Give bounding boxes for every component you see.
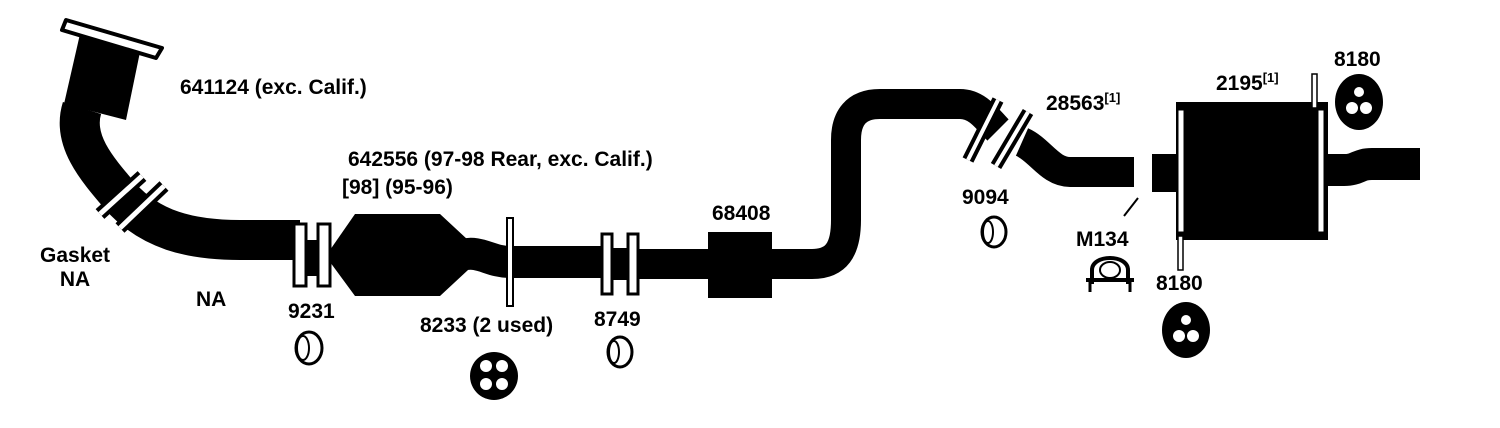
u-clamp-m134-icon — [1086, 256, 1134, 292]
muffler — [1176, 102, 1328, 240]
clamp-leader — [1123, 197, 1139, 217]
rear-converter-label-line1: 642556 (97-98 Rear, exc. Calif.) — [348, 148, 653, 171]
hanger-8180-top-label: 8180 — [1334, 48, 1381, 71]
muffler-footnote-ref: [1] — [1262, 70, 1279, 85]
hanger-8180-top-icon — [1335, 74, 1383, 130]
muffler-hanger-rod-top — [1311, 73, 1318, 109]
clamp-label: M134 — [1076, 228, 1129, 251]
muffler-hanger-rod-bottom — [1177, 235, 1184, 271]
gasket-label-line1: Gasket — [40, 244, 111, 267]
rear-converter-label-line2: [98] (95-96) — [342, 176, 453, 199]
rubber-hanger-8233-icon — [470, 352, 518, 400]
tailpipe-label: 28563[1] — [1046, 90, 1121, 115]
front-pipe — [59, 102, 300, 260]
gasket-9094-label: 9094 — [962, 186, 1009, 209]
tailpipe-28563 — [1014, 128, 1134, 187]
muffler-outlet — [1326, 148, 1420, 186]
front-pipe-label: NA — [196, 288, 227, 311]
intermediate-pipe — [638, 89, 1009, 279]
resonator-label: 68408 — [712, 202, 771, 225]
muffler-label: 2195[1] — [1216, 70, 1279, 95]
rear-converter — [330, 214, 468, 296]
flange-9094 — [962, 97, 1034, 170]
muffler-inlet — [1152, 154, 1180, 192]
gasket-8749-label: 8749 — [594, 308, 641, 331]
front-flange-gasket — [95, 171, 169, 233]
hanger-8233-label: 8233 (2 used) — [420, 314, 554, 337]
mid-pipe — [457, 237, 610, 278]
gasket-label-line2: NA — [59, 268, 91, 291]
front-converter — [60, 18, 164, 120]
hanger-8180-bottom-icon — [1162, 302, 1210, 358]
gasket-ring-8749-icon — [606, 335, 634, 369]
front-converter-label: 641124 (exc. Calif.) — [180, 76, 367, 99]
resonator — [708, 232, 772, 298]
hanger-8180-bottom-label: 8180 — [1156, 272, 1203, 295]
hanger-rod-8233 — [506, 217, 514, 307]
gasket-ring-9094-icon — [980, 215, 1008, 249]
gasket-ring-9231-icon — [294, 330, 324, 366]
gasket-9231-label: 9231 — [288, 300, 335, 323]
tailpipe-footnote-ref: [1] — [1104, 90, 1121, 105]
